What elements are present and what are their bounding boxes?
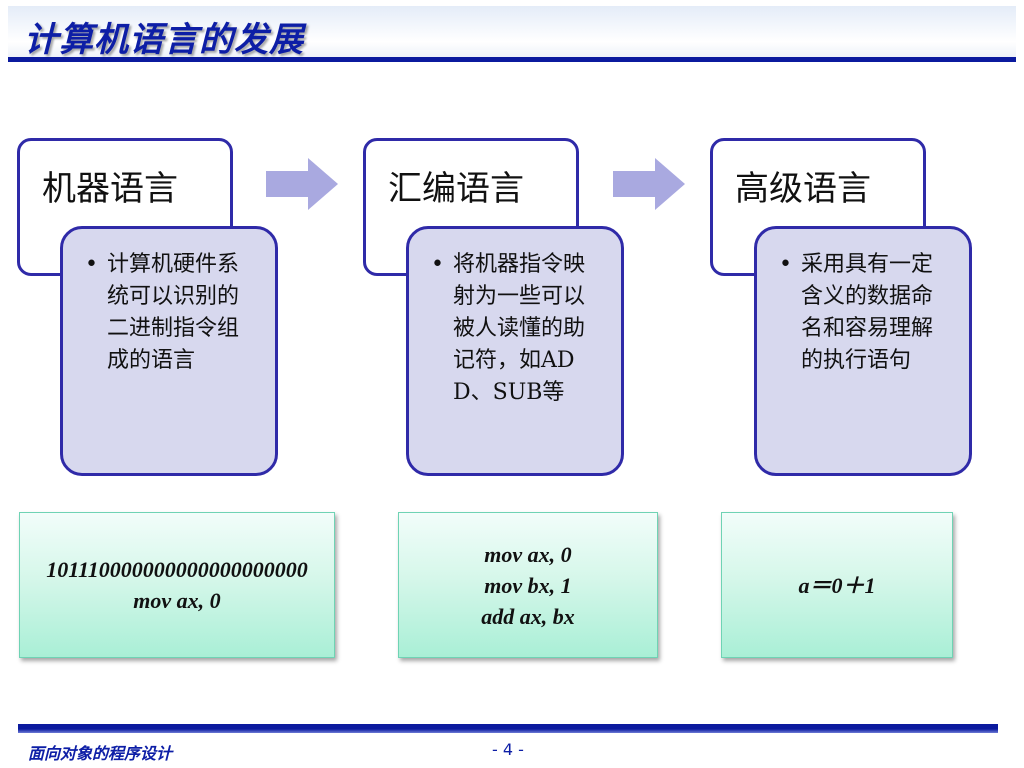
stage-title-high-level-language: 高级语言 — [735, 169, 871, 209]
code-box-assembly-language: mov ax, 0 mov bx, 1 add ax, bx — [398, 512, 658, 658]
stage-title-machine-language: 机器语言 — [42, 169, 178, 209]
code-box-high-level-language: a＝0＋1 — [721, 512, 953, 658]
page-number: - 4 - — [492, 740, 524, 759]
right-arrow-icon — [613, 158, 685, 210]
code-line: add ax, bx — [481, 603, 575, 629]
stage-title-assembly-language: 汇编语言 — [388, 169, 524, 209]
bullet-icon: • — [779, 252, 792, 277]
desc-text-high-level-language: 采用具有一定含义的数据命名和容易理解的执行语句 — [801, 252, 934, 373]
slide-title: 计算机语言的发展 — [24, 20, 304, 60]
bullet-icon: • — [85, 252, 98, 277]
desc-item-assembly-language: • 将机器指令映射为一些可以被人读懂的助记符，如ADD、SUB等 — [431, 249, 603, 409]
title-bar: 计算机语言的发展 — [8, 6, 1016, 62]
desc-text-machine-language: 计算机硬件系统可以识别的二进制指令组成的语言 — [107, 252, 240, 373]
desc-text-assembly-language: 将机器指令映射为一些可以被人读懂的助记符，如ADD、SUB等 — [453, 252, 586, 405]
footer-course-name: 面向对象的程序设计 — [28, 744, 173, 763]
desc-box-high-level-language: • 采用具有一定含义的数据命名和容易理解的执行语句 — [754, 226, 972, 476]
code-box-machine-language: 101110000000000000000000 mov ax, 0 — [19, 512, 335, 658]
right-arrow-icon — [266, 158, 338, 210]
footer-bar — [18, 724, 998, 733]
code-line: mov bx, 1 — [484, 572, 572, 598]
code-line: mov ax, 0 — [133, 588, 221, 613]
desc-item-machine-language: • 计算机硬件系统可以识别的二进制指令组成的语言 — [85, 249, 257, 377]
code-line: mov ax, 0 — [484, 541, 572, 567]
code-line: 101110000000000000000000 — [46, 557, 308, 582]
desc-box-assembly-language: • 将机器指令映射为一些可以被人读懂的助记符，如ADD、SUB等 — [406, 226, 624, 476]
code-line: a＝0＋1 — [798, 572, 876, 598]
desc-box-machine-language: • 计算机硬件系统可以识别的二进制指令组成的语言 — [60, 226, 278, 476]
bullet-icon: • — [431, 252, 444, 277]
desc-item-high-level-language: • 采用具有一定含义的数据命名和容易理解的执行语句 — [779, 249, 951, 377]
